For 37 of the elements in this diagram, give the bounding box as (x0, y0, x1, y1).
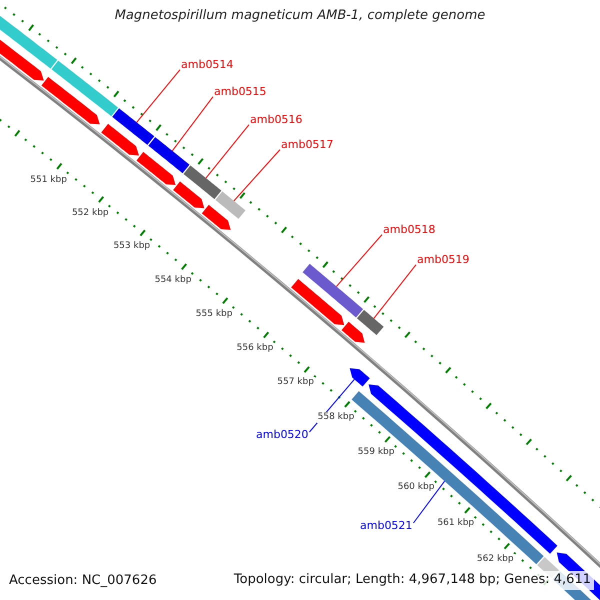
gene-label: amb0520 (256, 429, 308, 442)
scale-label: 562 kbp (476, 554, 515, 564)
scale-label: 560 kbp (396, 482, 436, 493)
gene-feature (302, 264, 364, 318)
genome-info-text: Topology: circular; Length: 4,967,148 bp; Genes: 4,611 (230, 571, 594, 590)
scale-label: 556 kbp (236, 342, 274, 354)
scale-label: 553 kbp (112, 241, 152, 252)
scale-label: 559 kbp (356, 447, 396, 458)
gene-feature (184, 165, 222, 200)
gene-feature (112, 108, 154, 145)
gene-feature (148, 137, 190, 174)
gene-label: amb0518 (383, 224, 436, 237)
scale-label: 555 kbp (194, 308, 234, 320)
gene-label: amb0514 (181, 59, 234, 72)
accession-text: Accession: NC_007626 (9, 574, 157, 589)
scale-label: 551 kbp (29, 174, 68, 185)
gene-label: amb0516 (250, 114, 302, 127)
leader-line (136, 69, 180, 123)
gene-feature (350, 368, 370, 386)
leader-line (412, 480, 446, 524)
gene-label: amb0517 (281, 139, 334, 152)
gene-label: amb0521 (360, 520, 412, 533)
gene-feature (215, 191, 246, 219)
leader-line (172, 96, 214, 152)
title: Magnetospirillum magneticum AMB-1, complete genome (114, 9, 486, 24)
scale-label: 554 kbp (154, 274, 192, 286)
leader-line (336, 234, 382, 287)
leader-line (205, 124, 250, 178)
leader-line (233, 149, 280, 202)
scale-label: 558 kbp (316, 412, 356, 422)
leader-line (373, 264, 416, 319)
scale-label: 557 kbp (276, 377, 315, 388)
scale-label: 552 kbp (70, 208, 110, 218)
scale-label: 561 kbp (436, 518, 476, 528)
gene-feature (356, 310, 384, 336)
gene-label: amb0515 (214, 86, 266, 99)
gene-label: amb0519 (417, 254, 470, 267)
